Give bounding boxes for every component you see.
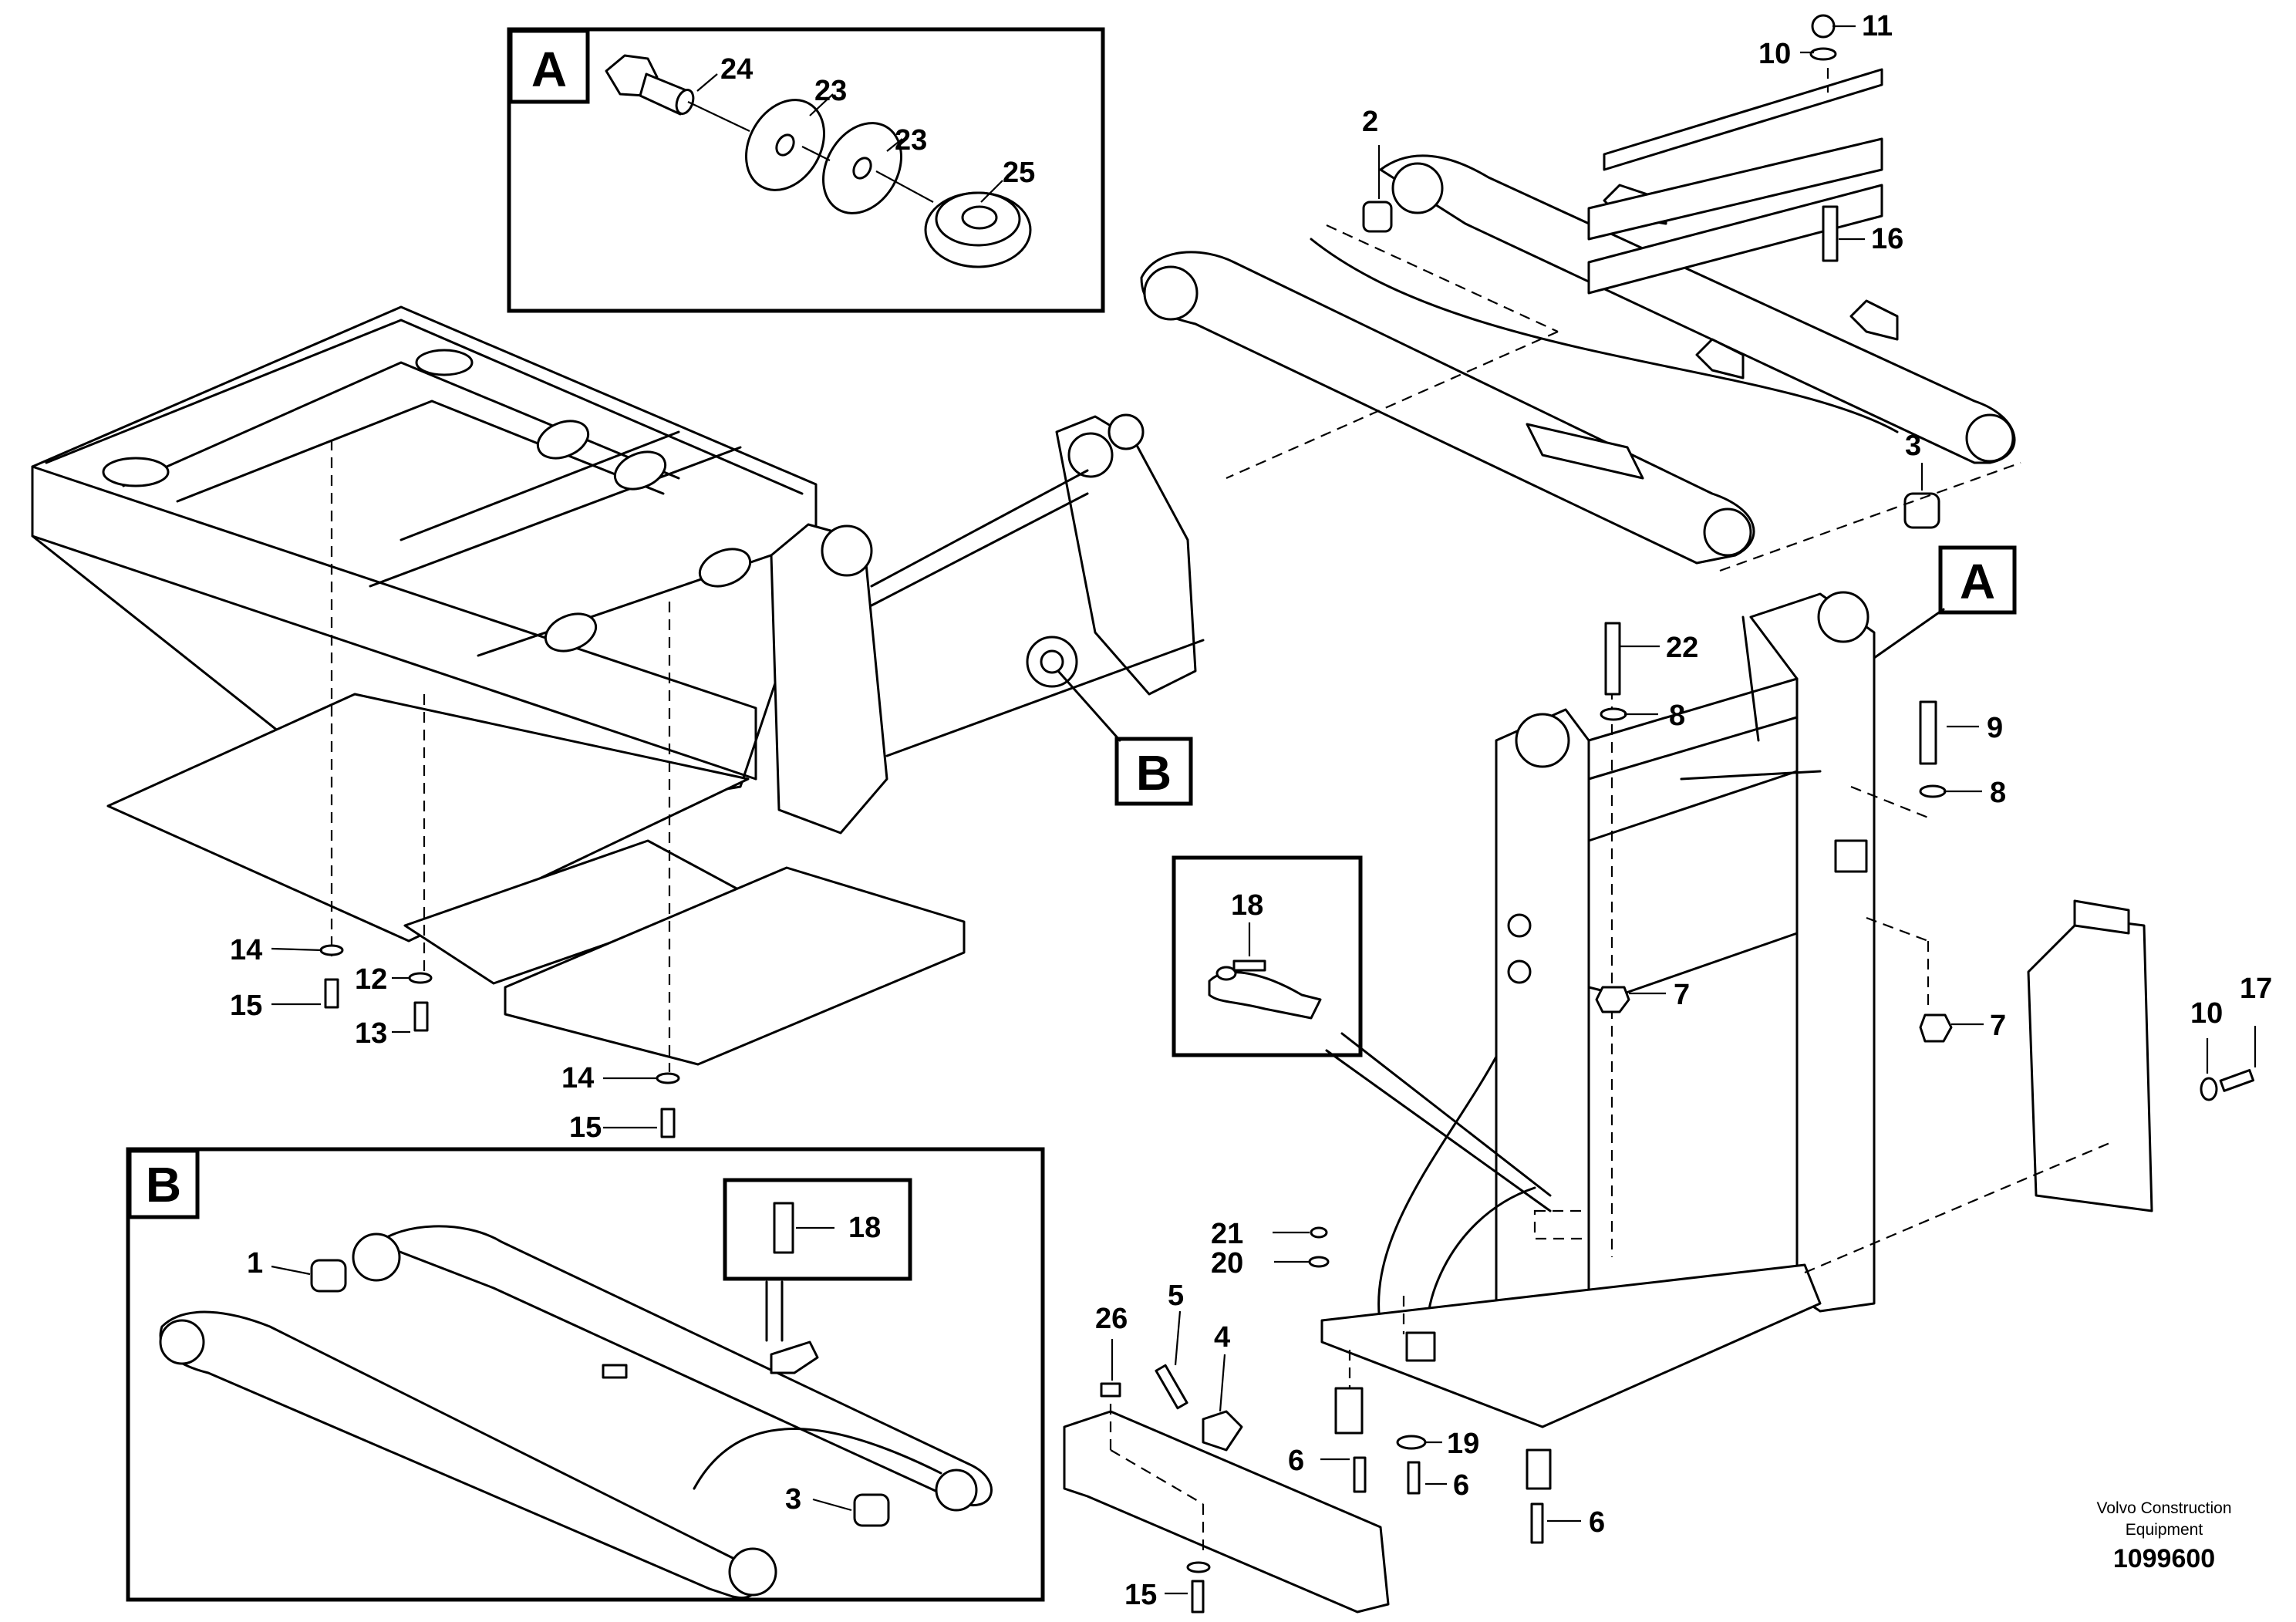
rear-frame-assembly — [1320, 591, 1876, 1428]
callout-23: 23 — [814, 75, 847, 107]
callout-3: 3 — [785, 1483, 801, 1516]
brand-line-1: Volvo Construction — [2096, 1499, 2231, 1517]
bottom-guard-plate — [1063, 1410, 1390, 1614]
detail-tag-a: A — [531, 42, 567, 97]
callout-6: 6 — [1453, 1469, 1469, 1502]
callout-26: 26 — [1095, 1303, 1128, 1335]
callout-14: 14 — [561, 1062, 594, 1094]
callout-21: 21 — [1211, 1218, 1243, 1250]
callout-16: 16 — [1871, 223, 1903, 255]
bushing-icon — [310, 1259, 890, 1527]
document-number: 1099600 — [2113, 1544, 2215, 1573]
callout-5: 5 — [1168, 1280, 1184, 1312]
callout-25: 25 — [1003, 157, 1035, 189]
callout-3: 3 — [1905, 430, 1921, 462]
side-cover-plate — [2027, 916, 2153, 1212]
front-frame-assembly — [31, 305, 1205, 842]
callout-15: 15 — [1124, 1579, 1157, 1611]
bolt-icon — [605, 54, 695, 116]
callout-12: 12 — [355, 963, 387, 996]
brand-line-2: Equipment — [2126, 1521, 2203, 1539]
detail-pointer-a-label: A — [1960, 554, 1995, 609]
callout-22: 22 — [1666, 632, 1698, 664]
callout-8: 8 — [1990, 777, 2006, 809]
fastener-icon — [1595, 622, 2255, 1101]
bolt-icon — [773, 1202, 794, 1254]
detail-pointer-b — [1114, 737, 1193, 806]
callout-8: 8 — [1669, 700, 1685, 732]
callout-18: 18 — [1231, 889, 1263, 922]
callout-24: 24 — [720, 53, 753, 86]
nut-icon — [1811, 14, 1836, 39]
callout-13: 13 — [355, 1017, 387, 1050]
callout-15: 15 — [230, 990, 262, 1022]
callout-2: 2 — [1362, 106, 1378, 138]
detail-box-a: A 24 23 23 25 — [507, 27, 1105, 313]
callout-10: 10 — [2190, 997, 2223, 1030]
fastener-icon — [1100, 1226, 1552, 1614]
detail-pointer-b-label: B — [1136, 745, 1172, 801]
callout-10: 10 — [1758, 38, 1791, 70]
detail-tag-b: B — [146, 1157, 181, 1212]
lift-arm-assembly — [1140, 154, 2016, 565]
cover-plate-group — [106, 693, 966, 1066]
detail-box-clip: 18 — [1172, 855, 1363, 1057]
callout-19: 19 — [1447, 1428, 1479, 1460]
callout-7: 7 — [1674, 979, 1690, 1011]
callout-7: 7 — [1990, 1010, 2006, 1042]
washer-icon — [822, 122, 902, 214]
washer-icon — [1809, 47, 1837, 61]
callout-11: 11 — [1862, 10, 1893, 42]
callout-20: 20 — [1211, 1247, 1243, 1280]
fastener-icon — [319, 944, 680, 1138]
callout-15: 15 — [569, 1111, 602, 1144]
callout-9: 9 — [1987, 712, 2003, 744]
callout-18: 18 — [848, 1212, 881, 1244]
callout-6: 6 — [1288, 1445, 1304, 1477]
washer-icon — [745, 99, 825, 191]
detail-box-b-inset — [723, 1178, 912, 1281]
pin-icon — [1822, 205, 1839, 262]
callout-4: 4 — [1214, 1321, 1230, 1354]
rack-rail-icon — [1587, 68, 1883, 295]
detail-box-b: B — [126, 1147, 1045, 1602]
detail-pointer-a — [1938, 545, 2017, 615]
callout-23: 23 — [895, 124, 927, 157]
callout-1: 1 — [247, 1247, 263, 1280]
callout-17: 17 — [2240, 973, 2272, 1005]
lifting-eye-icon — [924, 191, 1032, 268]
callout-14: 14 — [230, 934, 262, 966]
callout-6: 6 — [1589, 1506, 1605, 1539]
